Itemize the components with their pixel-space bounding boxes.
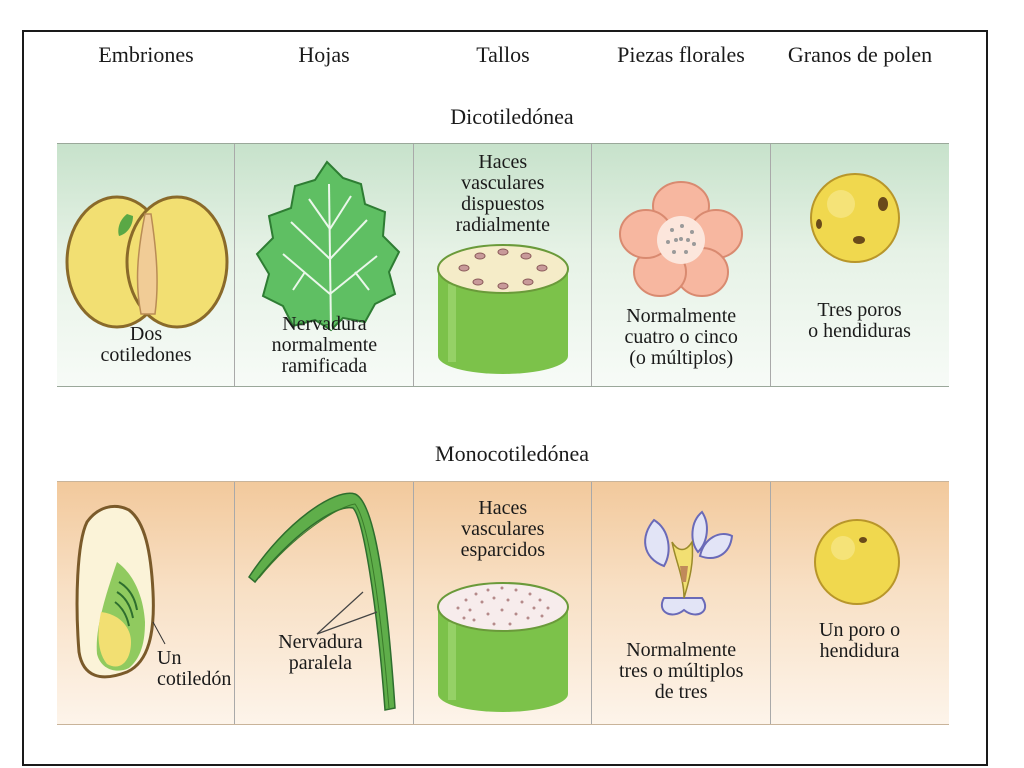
- dicot-embryo-cell: Dos cotiledones: [57, 144, 236, 386]
- dicot-leaf-illustration: [256, 160, 401, 332]
- column-header-granos-de-polen: Granos de polen: [787, 42, 933, 67]
- dicot-pollen-illustration: [809, 173, 900, 263]
- monocot-flower-label: Normalmente tres o múltiplos de tres: [618, 639, 744, 703]
- monocot-flower-illustration: [644, 510, 734, 616]
- dicot-leaf-label: Nervadura normalmente ramificada: [271, 313, 378, 377]
- monocot-stem-cell: Haces vasculares esparcidos: [414, 482, 593, 724]
- dicot-row: Dos cotiledones Nervadura normalmente ra…: [57, 143, 949, 387]
- column-header-piezas-florales: Piezas florales: [617, 42, 745, 67]
- monocot-pollen-cell: Un poro o hendidura: [771, 482, 949, 724]
- monocot-seed-illustration: [75, 505, 166, 679]
- section-title-dicot: Dicotiledónea: [450, 104, 574, 129]
- dicot-stem-cell: Haces vasculares dispuestos radialmente: [414, 144, 593, 386]
- dicot-flower-cell: Normalmente cuatro o cinco (o múltiplos): [592, 144, 771, 386]
- section-title-monocot: Monocotiledónea: [435, 441, 589, 466]
- monocot-pollen-illustration: [813, 519, 900, 605]
- dicot-pollen-cell: Tres poros o hendiduras: [771, 144, 949, 386]
- monocot-flower-cell: Normalmente tres o múltiplos de tres: [592, 482, 771, 724]
- dicot-flower-label: Normalmente cuatro o cinco (o múltiplos): [624, 305, 738, 369]
- column-header-tallos: Tallos: [476, 42, 530, 67]
- monocot-leaf-label: Nervadura paralela: [278, 631, 363, 674]
- dicot-embryo-label: Dos cotiledones: [100, 323, 192, 366]
- column-header-embriones: Embriones: [98, 42, 194, 67]
- monocot-leaf-illustration: [248, 492, 397, 711]
- monocot-row: Un cotiledón Nervadura paralela: [57, 481, 949, 725]
- dicot-stem-label: Haces vasculares dispuestos radialmente: [455, 151, 550, 236]
- dicot-leaf-cell: Nervadura normalmente ramificada: [235, 144, 414, 386]
- column-header-hojas: Hojas: [298, 42, 350, 67]
- monocot-stem-illustration: [436, 582, 569, 712]
- dicot-seed-illustration: [65, 195, 229, 329]
- monocot-pollen-label: Un poro o hendidura: [819, 619, 901, 662]
- dicot-stem-illustration: [436, 244, 569, 374]
- dicot-pollen-label: Tres poros o hendiduras: [808, 299, 911, 342]
- monocot-embryo-label: Un cotiledón: [157, 647, 232, 690]
- monocot-leaf-cell: Nervadura paralela: [235, 482, 414, 724]
- monocot-embryo-cell: Un cotiledón: [57, 482, 236, 724]
- monocot-stem-label: Haces vasculares esparcidos: [460, 497, 545, 561]
- dicot-flower-illustration: [619, 181, 744, 297]
